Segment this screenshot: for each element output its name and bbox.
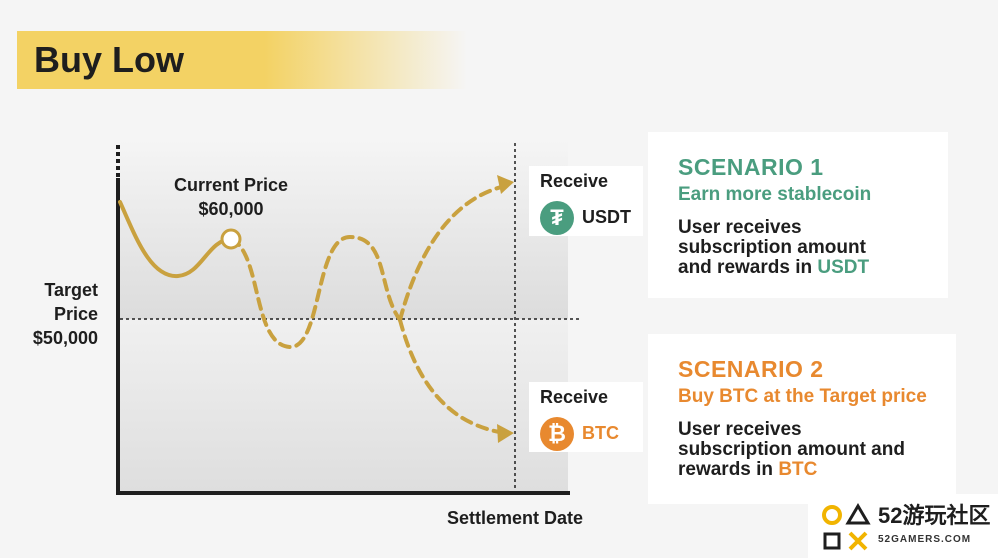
- x-axis-label: Settlement Date: [447, 508, 583, 528]
- path-to-btc: [398, 318, 507, 435]
- arrow-to-usdt-icon: [497, 175, 514, 194]
- projected-price-path: [229, 234, 402, 350]
- usdt-currency: USDT: [582, 207, 631, 227]
- btc-currency: BTC: [582, 423, 619, 443]
- scenario-1-body-line3-prefix: and rewards in: [678, 257, 818, 278]
- scenario-1-body: User receives subscription amount and re…: [678, 218, 948, 278]
- title-banner: Buy Low: [17, 31, 467, 89]
- scenario-1-body-line3: and rewards in USDT: [678, 258, 948, 278]
- scenario-2-body-line3: rewards in BTC: [678, 460, 956, 480]
- path-to-usdt: [398, 184, 507, 322]
- receive-usdt-box: Receive ₮ USDT: [529, 166, 643, 236]
- scenario-2-body-line2: subscription amount and: [678, 439, 905, 460]
- current-price-marker: [220, 228, 242, 250]
- bitcoin-icon: ₿: [540, 417, 574, 451]
- gamepad-shapes-icon: [822, 503, 871, 551]
- upper-price-zone: [120, 140, 568, 319]
- scenario-2-card: SCENARIO 2 Buy BTC at the Target price U…: [648, 334, 956, 504]
- current-price-label: Current Price: [174, 175, 288, 195]
- target-price-label-line2: Price: [54, 304, 98, 324]
- scenario-2-subheading: Buy BTC at the Target price: [678, 386, 927, 407]
- arrow-to-btc-icon: [497, 424, 514, 443]
- receive-btc-box: Receive ₿ BTC: [529, 382, 643, 452]
- watermark-site: 52GAMERS.COM: [878, 534, 972, 545]
- page-title: Buy Low: [34, 39, 184, 80]
- current-price-value: $60,000: [198, 199, 263, 219]
- scenario-2-body-line3-prefix: rewards in: [678, 459, 779, 480]
- scenario-1-subheading: Earn more stablecoin: [678, 184, 872, 205]
- scenario-2-body: User receives subscription amount and re…: [678, 420, 956, 480]
- scenario-2-body-line1: User receives: [678, 419, 802, 440]
- scenario-1-highlight: USDT: [817, 257, 870, 278]
- receive-usdt-label: Receive: [540, 171, 609, 191]
- receive-btc-label: Receive: [540, 387, 609, 407]
- target-price-value: $50,000: [33, 328, 98, 348]
- scenario-1-card: SCENARIO 1 Earn more stablecoin User rec…: [648, 132, 948, 298]
- target-price-label-line1: Target: [44, 280, 98, 300]
- scenario-1-heading: SCENARIO 1: [678, 154, 824, 180]
- scenario-2-heading: SCENARIO 2: [678, 356, 824, 382]
- price-history-curve: [118, 200, 233, 279]
- tether-icon: ₮: [540, 201, 574, 235]
- watermark-brand: 52游玩社区: [878, 503, 991, 528]
- scenario-1-body-line1: User receives: [678, 217, 802, 238]
- scenario-2-highlight: BTC: [778, 459, 818, 480]
- lower-price-zone: [120, 319, 568, 493]
- scenario-1-body-line2: subscription amount: [678, 237, 866, 258]
- watermark: 52游玩社区 52GAMERS.COM: [808, 494, 998, 558]
